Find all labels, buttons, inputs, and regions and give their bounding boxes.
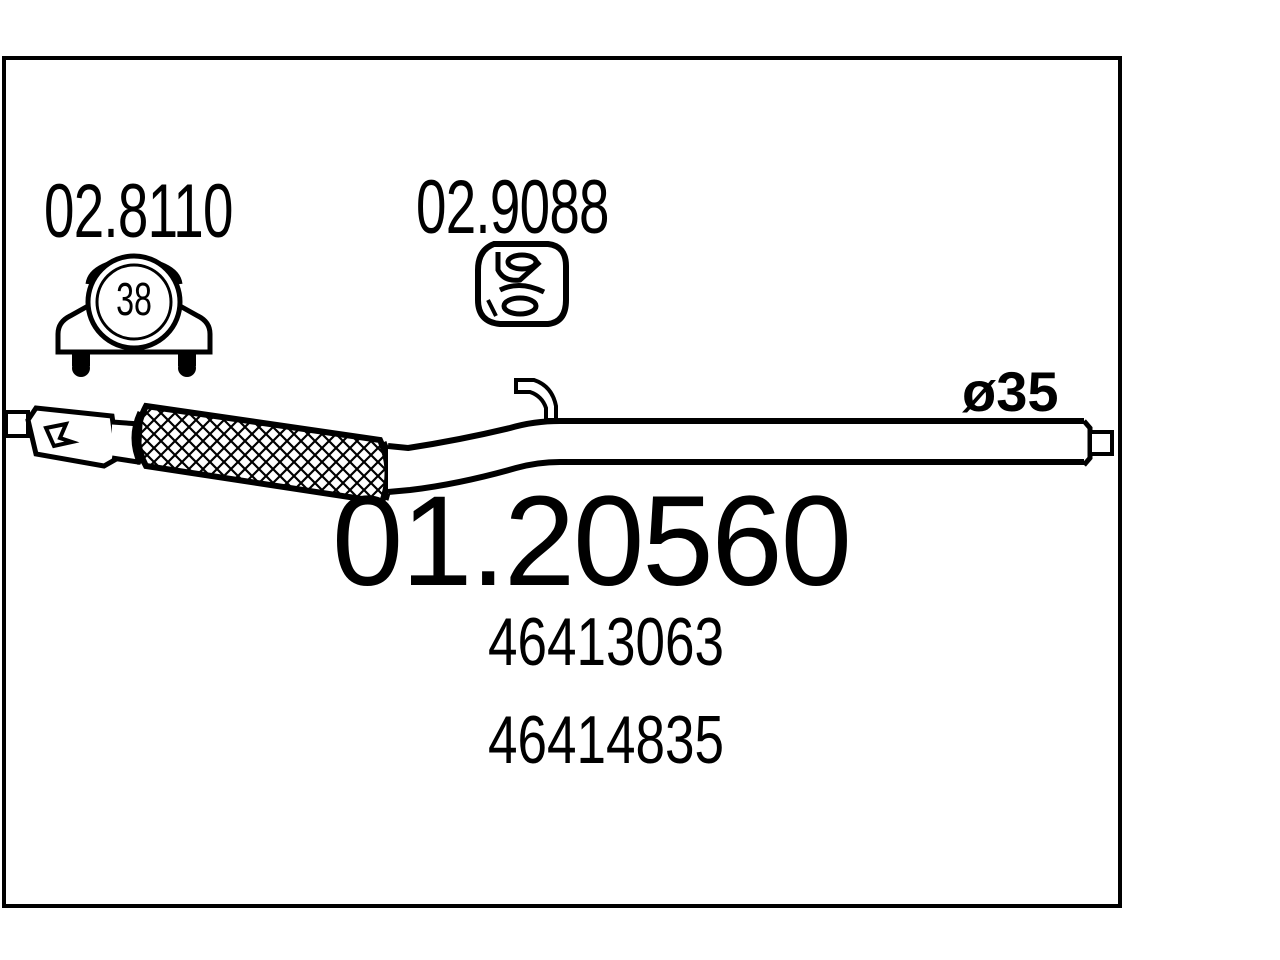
hanger-part-code: 02.9088: [416, 165, 609, 250]
inlet-connector: [4, 405, 143, 469]
rubber-hanger-icon: [475, 241, 569, 327]
flex-pipe-section: [131, 402, 393, 506]
main-part-number: 01.20560: [332, 470, 852, 613]
oe-number: 46414835: [488, 702, 724, 778]
pipe-hanger-bracket: [514, 378, 558, 422]
pipe-diameter-label: ø35: [962, 360, 1059, 423]
clamp-part-code: 02.8110: [44, 169, 233, 254]
clamp-size-label: 38: [116, 273, 152, 325]
oe-number: 46413063: [488, 604, 724, 680]
clamp-icon: [55, 253, 213, 377]
diagram-frame: [2, 56, 1122, 908]
